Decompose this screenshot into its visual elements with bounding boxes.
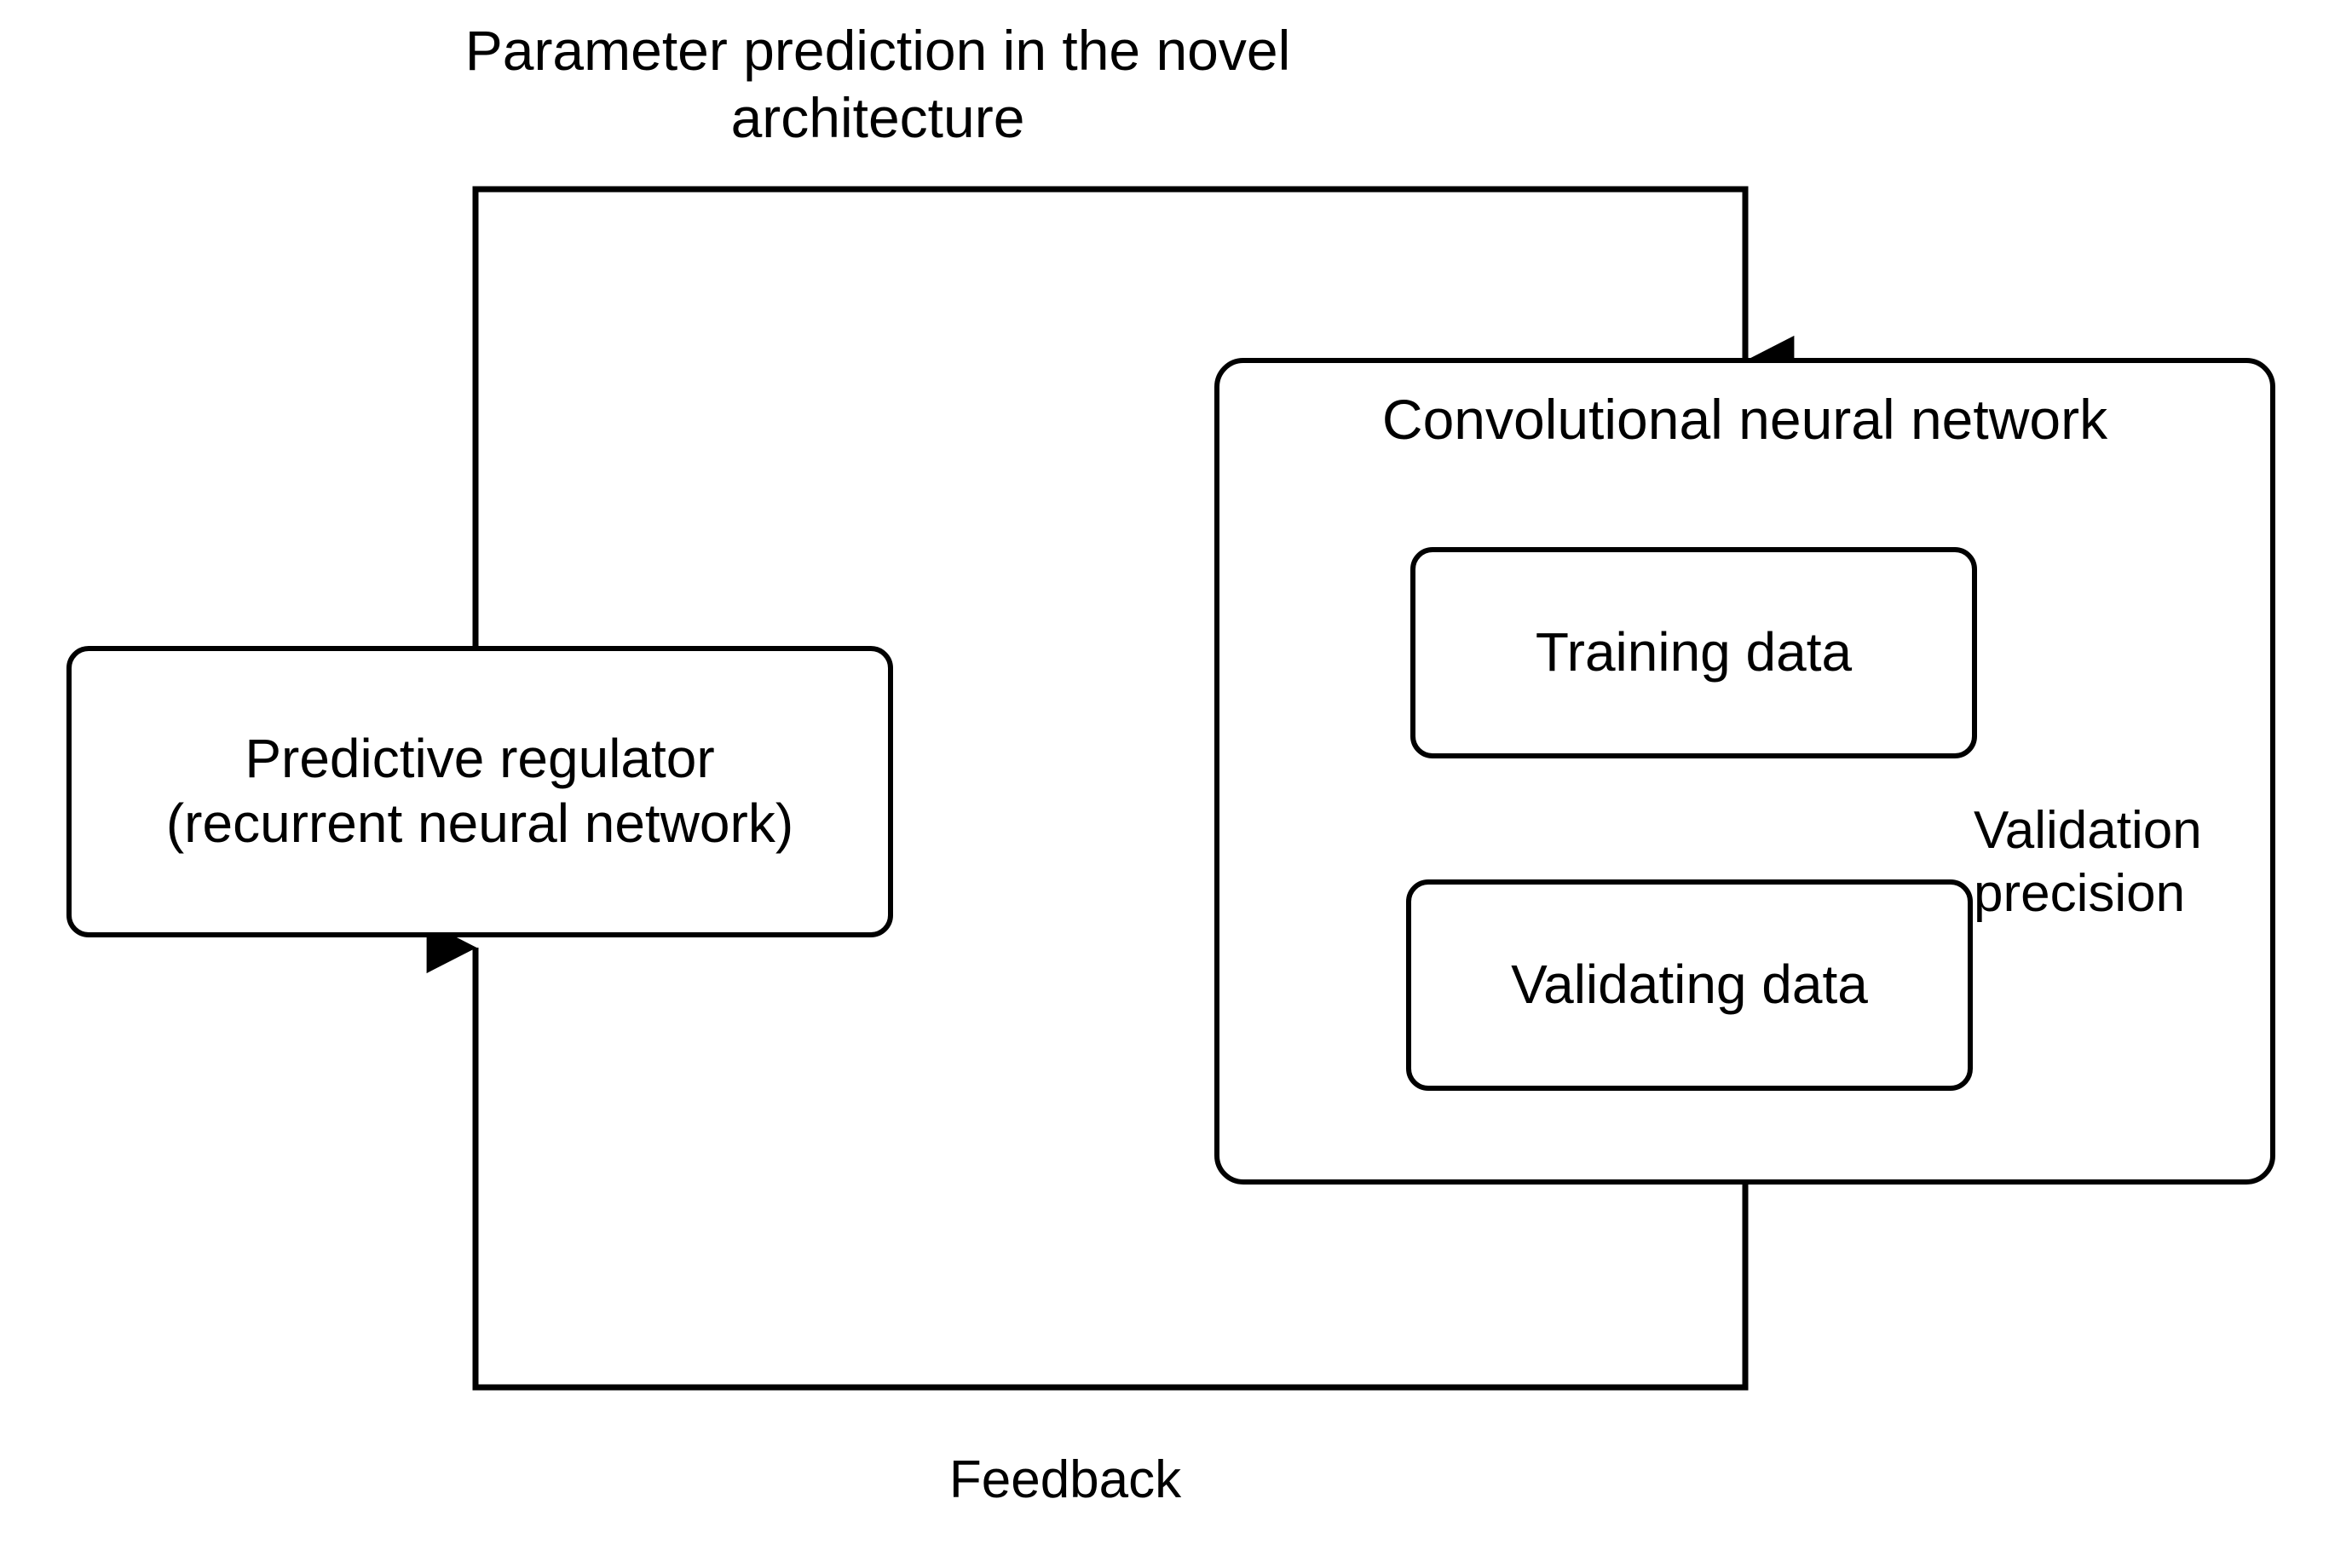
validation-precision-label: Validation precision (1974, 801, 2202, 924)
feedback-label: Feedback (948, 1450, 1182, 1509)
training-data-label: Training data (1535, 621, 1853, 683)
training-data-box[interactable]: Training data (1410, 547, 1977, 758)
validating-data-label: Validating data (1511, 954, 1868, 1016)
predictive-regulator-label: Predictive regulator (recurrent neural n… (165, 728, 794, 854)
cnn-title: Convolutional neural network (1381, 388, 2108, 451)
parameter-prediction-label: Parameter prediction in the novel archit… (464, 19, 1291, 150)
predictive-regulator-box[interactable]: Predictive regulator (recurrent neural n… (66, 646, 893, 937)
validating-data-box[interactable]: Validating data (1406, 879, 1973, 1091)
